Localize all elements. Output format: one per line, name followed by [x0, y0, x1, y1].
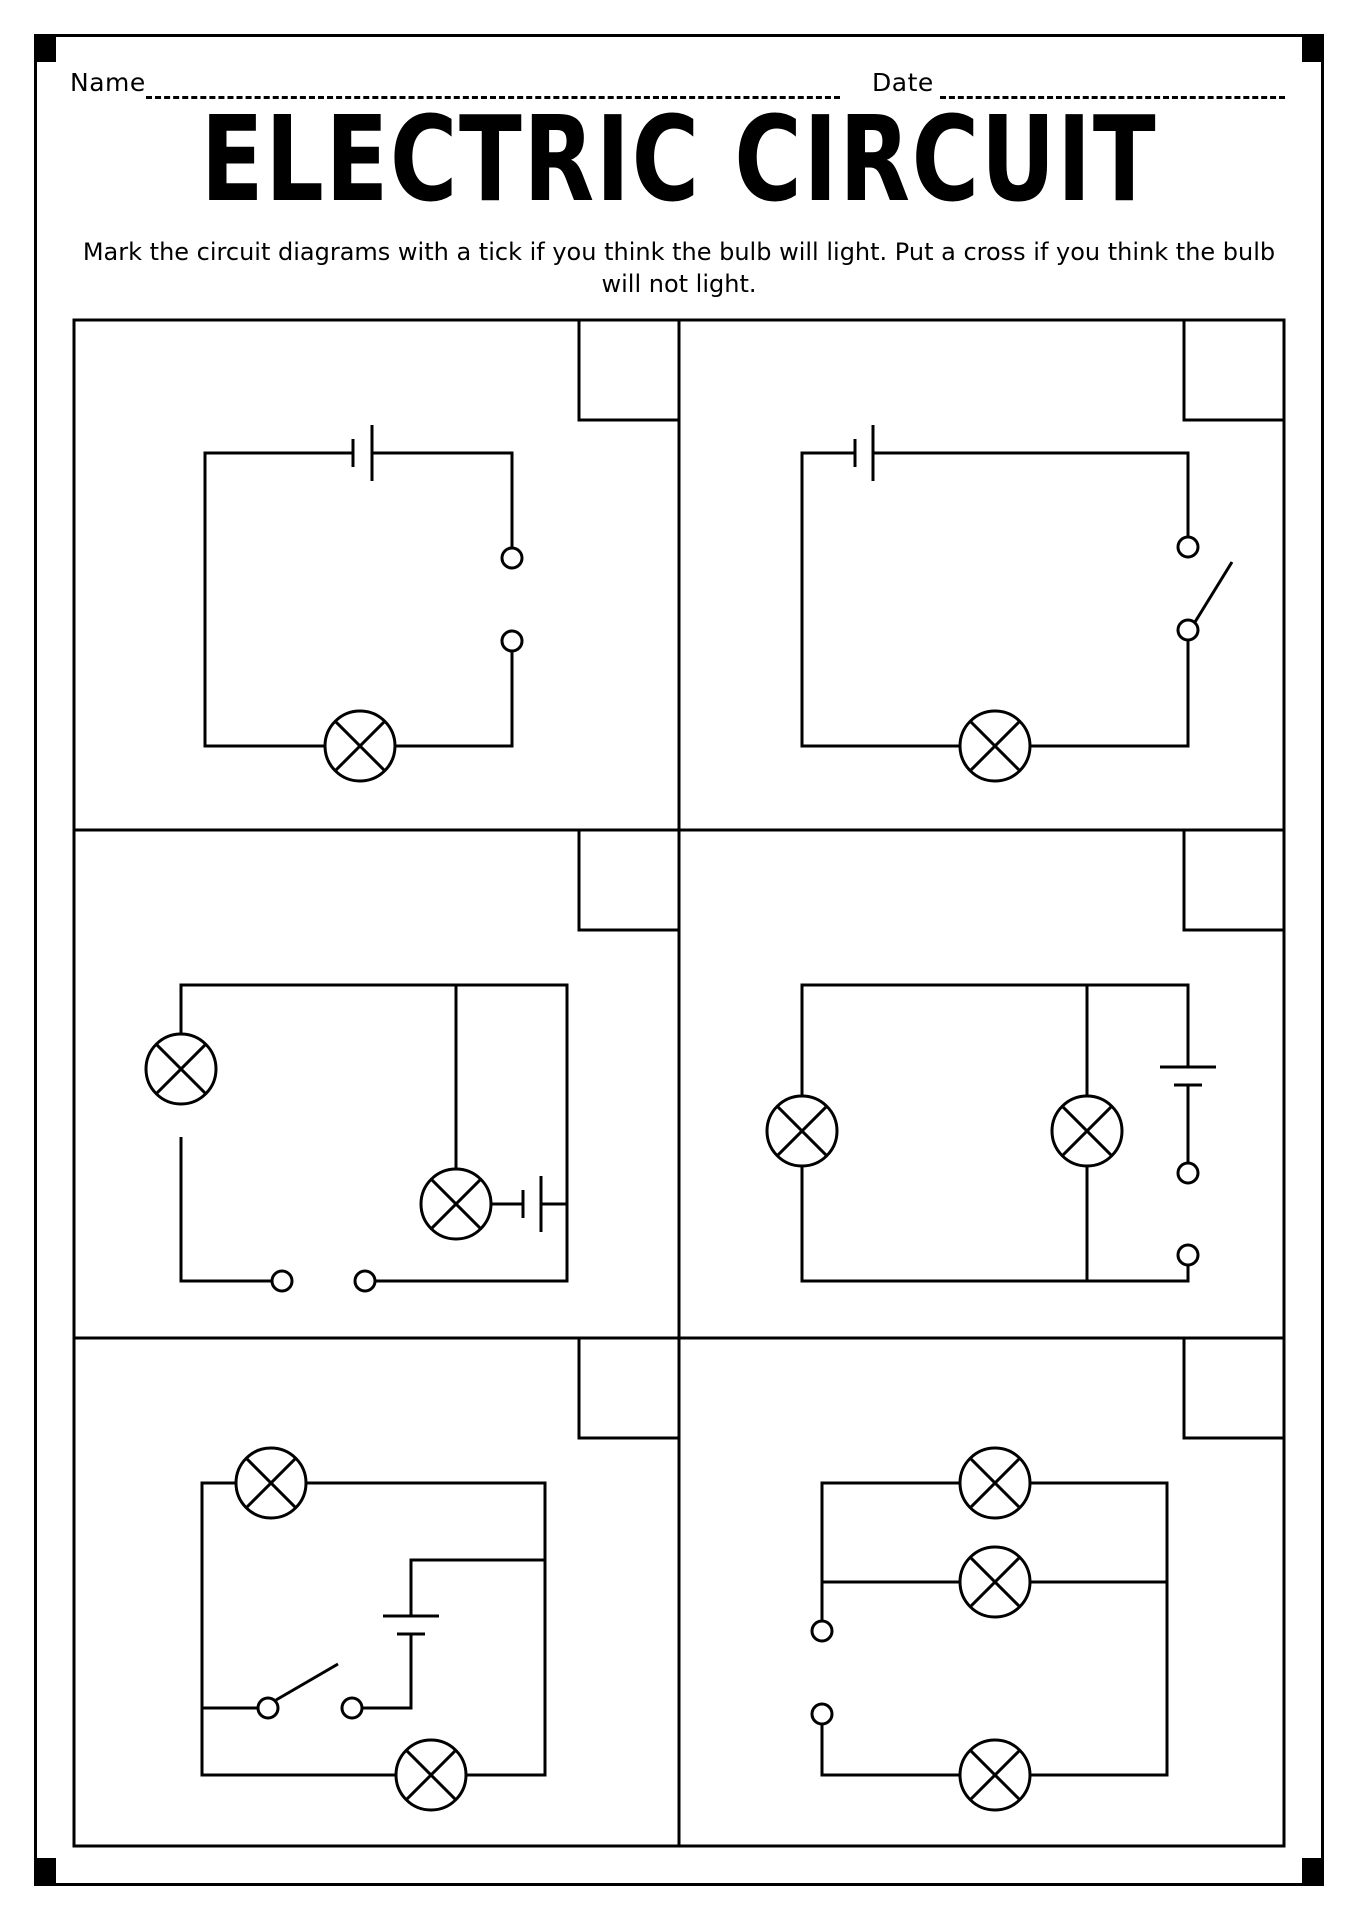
wire	[179, 983, 569, 1283]
wire	[820, 1481, 960, 1621]
terminal	[256, 1696, 280, 1720]
terminal	[1176, 535, 1200, 559]
terminal	[1176, 618, 1200, 642]
corner-mark-top-left	[34, 34, 56, 62]
wire	[372, 451, 514, 548]
circuit-5	[200, 1446, 547, 1812]
wire	[362, 1634, 413, 1710]
circuit-4	[765, 983, 1216, 1283]
instructions: Mark the circuit diagrams with a tick if…	[82, 238, 1276, 298]
name-line[interactable]	[146, 96, 840, 99]
terminal	[810, 1619, 834, 1643]
wire	[409, 1558, 545, 1616]
circuit-2	[800, 425, 1234, 783]
open-switch-lever	[1193, 561, 1234, 623]
page-title: ELECTRIC CIRCUIT	[200, 90, 1158, 228]
bulb-icon	[144, 1032, 218, 1106]
wire	[179, 1137, 272, 1283]
terminal	[1176, 1161, 1200, 1185]
wire	[800, 451, 960, 748]
corner-mark-top-right	[1302, 34, 1324, 62]
terminal	[500, 546, 524, 570]
terminal	[810, 1702, 834, 1726]
bulb-icon	[323, 709, 397, 783]
corner-mark-bottom-left	[34, 1858, 56, 1886]
terminal	[500, 629, 524, 653]
bulb-icon	[419, 1167, 493, 1241]
bulb-icon	[958, 709, 1032, 783]
answer-box-1[interactable]	[577, 318, 681, 422]
wire	[305, 1481, 547, 1777]
wire	[203, 451, 353, 748]
bulb-icon	[234, 1446, 308, 1520]
circuit-3	[144, 983, 569, 1293]
wire	[1030, 1481, 1169, 1777]
circuit-6	[810, 1446, 1169, 1812]
wire	[800, 1165, 1190, 1283]
bulb-icon	[1050, 1094, 1124, 1168]
date-field[interactable]: Date	[872, 68, 1285, 99]
terminal	[353, 1269, 377, 1293]
date-label: Date	[872, 68, 934, 97]
name-label: Name	[70, 68, 146, 97]
answer-box-5[interactable]	[577, 1336, 681, 1440]
page-border	[34, 34, 1324, 1886]
circuit-1	[203, 425, 524, 783]
answer-box-6[interactable]	[1182, 1336, 1286, 1440]
bulb-icon	[765, 1094, 839, 1168]
date-line[interactable]	[940, 96, 1285, 99]
bulb-icon	[958, 1446, 1032, 1520]
wire	[820, 1714, 960, 1777]
wire	[873, 451, 1190, 537]
answer-box-4[interactable]	[1182, 828, 1286, 932]
open-switch-lever	[275, 1662, 339, 1702]
wire	[1030, 640, 1190, 748]
answer-box-3[interactable]	[577, 828, 681, 932]
bulb-icon	[394, 1738, 468, 1812]
bulb-icon	[958, 1545, 1032, 1619]
terminal	[1176, 1243, 1200, 1267]
answer-box-2[interactable]	[1182, 318, 1286, 422]
terminal	[340, 1696, 364, 1720]
wire	[800, 983, 1190, 1097]
corner-mark-bottom-right	[1302, 1858, 1324, 1886]
wire	[394, 641, 514, 748]
bulb-icon	[958, 1738, 1032, 1812]
terminal	[270, 1269, 294, 1293]
wire	[200, 1481, 396, 1777]
name-field[interactable]: Name	[70, 68, 840, 99]
